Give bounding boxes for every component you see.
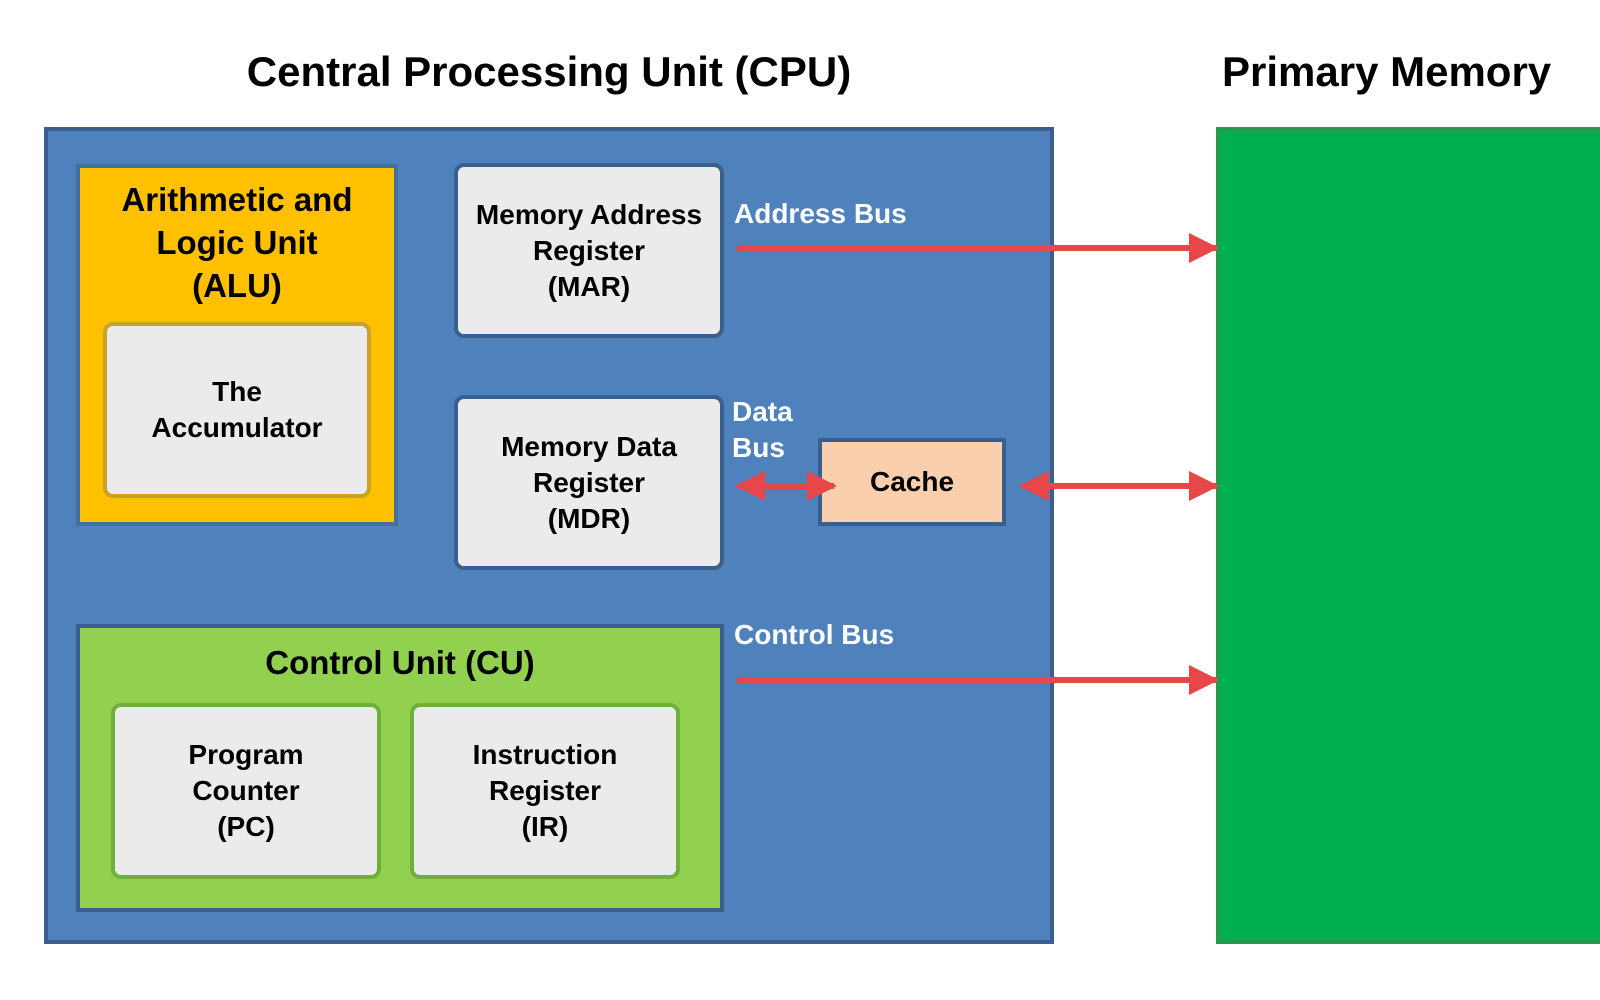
cache-block: Cache xyxy=(818,438,1006,526)
pc-line2: Counter xyxy=(192,775,300,806)
cpu-title: Central Processing Unit (CPU) xyxy=(246,48,852,95)
alu-label-line2: Logic Unit xyxy=(156,224,318,261)
alu-label-line3: (ALU) xyxy=(192,267,282,304)
alu-label-line1: Arithmetic and xyxy=(121,181,353,218)
accumulator-block: The Accumulator xyxy=(103,322,371,498)
alu-label: Arithmetic and Logic Unit (ALU) xyxy=(76,178,398,307)
mdr-line2: Register xyxy=(532,466,646,498)
data-bus-label-line1: Data xyxy=(732,396,793,427)
primary-memory-title: Primary Memory xyxy=(1222,48,1552,95)
mdr-block: Memory Data Register (MDR) xyxy=(454,395,724,570)
program-counter-block: Program Counter (PC) xyxy=(111,703,381,879)
ir-line1: Instruction xyxy=(472,739,618,770)
data-bus-label-line2: Bus xyxy=(732,432,785,463)
data-bus-label: Data Bus xyxy=(732,394,793,466)
primary-memory-block xyxy=(1216,127,1600,944)
mdr-line1: Memory Data xyxy=(501,430,677,462)
instruction-register-block: Instruction Register (IR) xyxy=(410,703,680,879)
mar-block: Memory Address Register (MAR) xyxy=(454,163,724,338)
accumulator-line2: Accumulator xyxy=(151,412,323,443)
control-bus-label: Control Bus xyxy=(734,619,895,650)
mar-line3: (MAR) xyxy=(547,270,631,302)
cache-label: Cache xyxy=(869,466,955,497)
ir-line2: Register xyxy=(488,775,602,806)
address-bus-label: Address Bus xyxy=(734,198,907,229)
ir-line3: (IR) xyxy=(521,811,569,842)
accumulator-line1: The xyxy=(212,376,262,407)
control-unit-title: Control Unit (CU) xyxy=(265,644,535,681)
mar-line2: Register xyxy=(532,234,646,266)
pc-line1: Program xyxy=(188,739,304,770)
mar-line1: Memory Address xyxy=(475,198,703,230)
pc-line3: (PC) xyxy=(217,811,275,842)
mdr-line3: (MDR) xyxy=(547,502,631,534)
